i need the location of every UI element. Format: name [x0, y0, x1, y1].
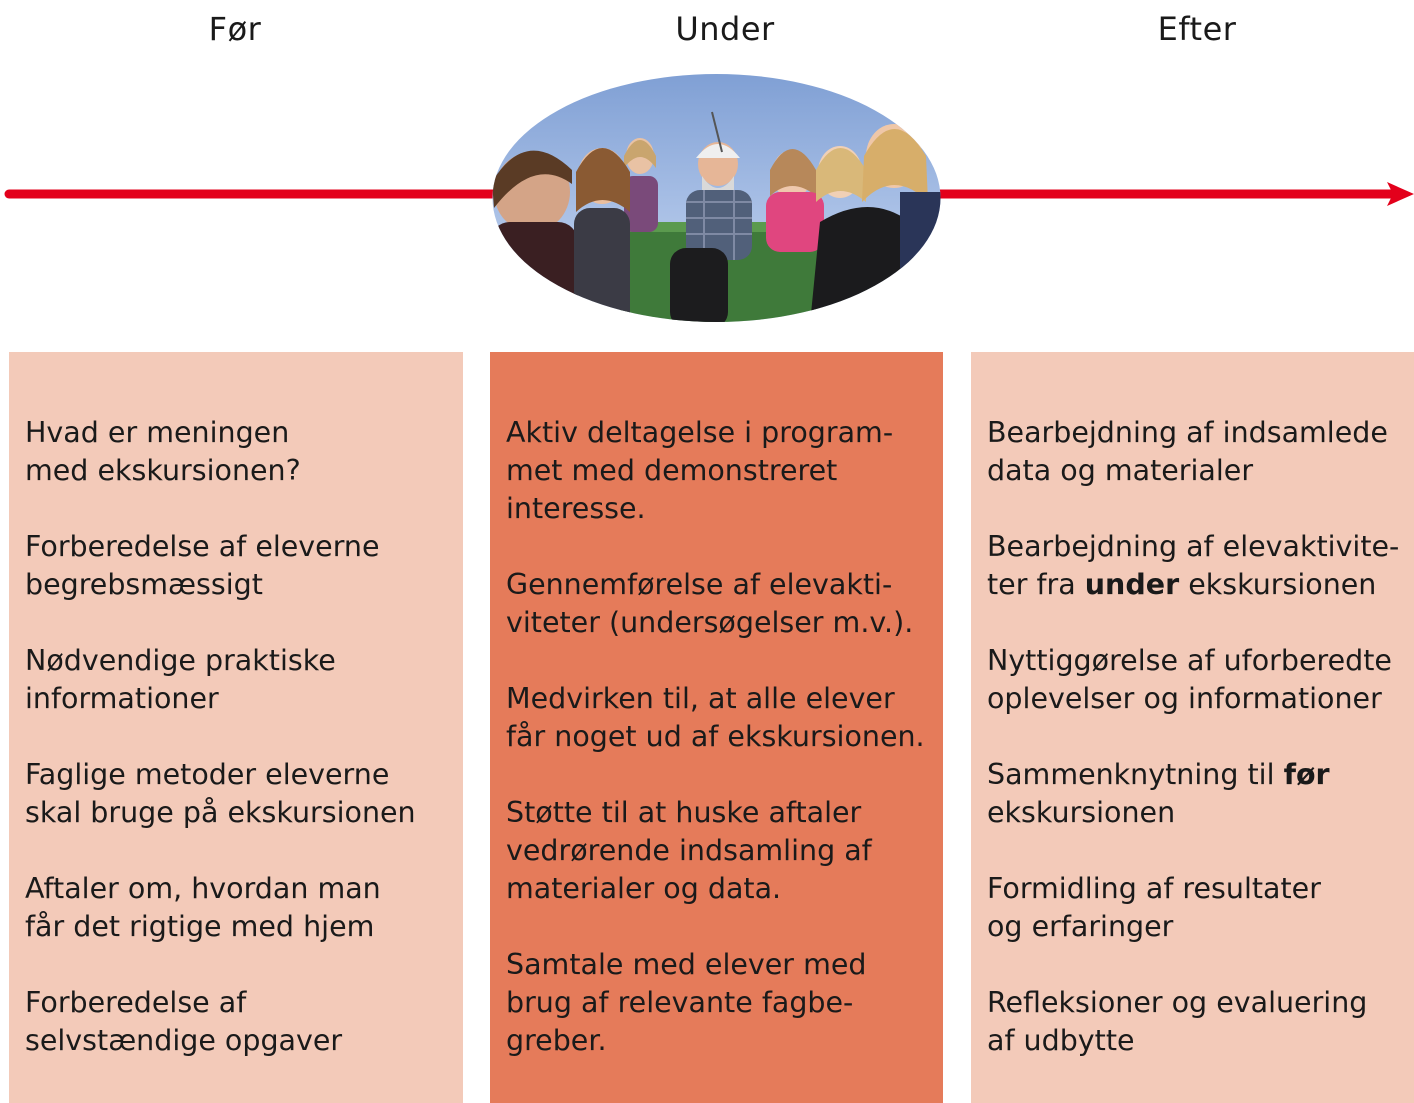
after-item: Bearbejdning af indsamlede data og mater… [987, 416, 1388, 487]
emphasis-under: under [1084, 568, 1180, 601]
after-column: Bearbejdning af indsamlede data og mater… [971, 352, 1414, 1103]
heading-during: Under [675, 10, 775, 48]
heading-after: Efter [1157, 10, 1237, 48]
after-item-text: ekskursionen [987, 796, 1176, 829]
before-item: Forberedelse af selvstændige opgaver [25, 986, 343, 1057]
after-item: Sammenknytning til før ekskursionen [987, 756, 1402, 832]
after-item: Nyttiggørelse af uforberedte oplevelser … [987, 644, 1392, 715]
after-item: Refleksioner og evaluering af udbytte [987, 986, 1368, 1057]
arrowhead-icon [1387, 182, 1414, 206]
after-item: Formidling af resultater og erfaringer [987, 872, 1321, 943]
after-item-text: Sammenknytning til [987, 758, 1284, 791]
before-item: Forberedelse af eleverne begrebsmæssigt [25, 530, 380, 601]
after-item: Bearbejdning af elevaktivite- ter fra un… [987, 528, 1402, 604]
before-item: Aftaler om, hvordan man får det rigtige … [25, 872, 381, 943]
after-item-text: ekskursionen [1179, 568, 1377, 601]
excursion-photo [492, 74, 941, 322]
before-item: Hvad er meningen med ekskursionen? [25, 416, 301, 487]
before-item: Faglige metoder eleverne skal bruge på e… [25, 758, 416, 829]
heading-before: Før [208, 10, 262, 48]
during-item: Gennemførelse af elevakti- viteter (unde… [506, 568, 914, 639]
during-item: Medvirken til, at alle elever får noget … [506, 682, 925, 753]
during-item: Støtte til at huske aftaler vedrørende i… [506, 796, 872, 905]
during-item: Samtale med elever med brug af relevante… [506, 948, 867, 1057]
after-item-text: Bearbejdning af elevaktivite- ter fra [987, 530, 1400, 601]
before-item: Nødvendige praktiske informationer [25, 644, 336, 715]
before-column: Hvad er meningen med ekskursionen? Forbe… [9, 352, 463, 1103]
during-column: Aktiv deltagelse i program- met med demo… [490, 352, 943, 1103]
emphasis-for: før [1283, 758, 1330, 791]
during-item: Aktiv deltagelse i program- met med demo… [506, 416, 894, 525]
